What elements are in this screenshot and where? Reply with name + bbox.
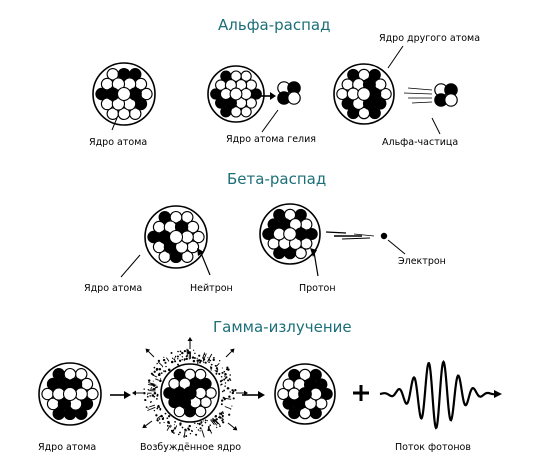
- gamma-arrow-2: [242, 391, 265, 399]
- alpha-helium-pointer: [261, 109, 279, 133]
- gamma-final-nucleus: [274, 363, 336, 425]
- nucleon: [298, 387, 312, 401]
- alpha-particle: [434, 83, 458, 107]
- alpha-particle-pointer: [431, 117, 441, 135]
- nucleon: [229, 87, 243, 101]
- beta-electron-particle: [380, 232, 388, 240]
- alpha-original-nucleus: [92, 62, 156, 126]
- nucleon: [183, 386, 197, 400]
- nucleon: [283, 227, 297, 241]
- nucleon: [357, 68, 371, 82]
- alpha-parent-nucleus: [207, 65, 265, 123]
- nucleon: [357, 106, 371, 120]
- alpha-other-atom-pointer: [387, 45, 404, 69]
- nucleon: [283, 208, 297, 222]
- gamma-excited-nucleus-label: Возбуждённое ядро: [140, 442, 242, 453]
- nucleon: [169, 210, 183, 224]
- nucleon: [357, 87, 371, 101]
- gamma-excited-nucleus: [160, 363, 220, 423]
- nucleon: [184, 368, 196, 381]
- beta-daughter-nucleus: [259, 203, 321, 265]
- nucleon: [230, 70, 242, 82]
- alpha-nucleus-pointer: [111, 117, 118, 131]
- alpha-decay-title: Альфа-распад: [218, 16, 331, 34]
- nucleon: [184, 405, 196, 418]
- nucleon: [168, 229, 184, 245]
- beta-neutron-label: Нейтрон: [190, 283, 233, 294]
- beta-electron-pointer: [387, 239, 406, 255]
- alpha-emission-arrow: [258, 92, 276, 100]
- nucleon: [63, 407, 77, 421]
- nucleon: [298, 406, 312, 420]
- beta-decay-title: Бета-распад: [227, 170, 327, 188]
- plus-sign: [353, 385, 369, 401]
- nucleon: [62, 386, 78, 402]
- beta-proton-arrow: [310, 248, 319, 277]
- nucleon: [169, 250, 183, 264]
- nucleon: [444, 93, 458, 107]
- gamma-initial-nucleus: [38, 362, 102, 426]
- alpha-motion-lines: [403, 87, 433, 104]
- nucleon: [287, 91, 301, 105]
- alpha-particle-label: Альфа-частица: [382, 137, 459, 148]
- nucleon: [230, 106, 242, 118]
- nucleon: [117, 107, 131, 121]
- beta-nucleus-label: Ядро атома: [84, 283, 143, 294]
- nucleon: [283, 246, 297, 260]
- gamma-nucleus-label: Ядро атома: [38, 442, 97, 453]
- nucleon: [63, 367, 77, 381]
- alpha-other-atom-nucleus-label: Ядро другого атома: [379, 33, 481, 44]
- beta-neutron-arrow: [197, 248, 211, 276]
- alpha-helium-nucleus-label: Ядро атома гелия: [226, 134, 317, 145]
- gamma-photon-wave: [379, 360, 495, 430]
- alpha-helium-nucleus: [277, 81, 301, 105]
- nucleon: [117, 67, 131, 81]
- gamma-wave-arrowhead: [494, 390, 502, 398]
- beta-proton-label: Протон: [299, 283, 336, 294]
- nucleon: [116, 86, 132, 102]
- gamma-excited-aura: [132, 337, 248, 438]
- beta-electron-trail: [325, 231, 375, 240]
- gamma-photon-stream-label: Поток фотонов: [395, 442, 471, 453]
- alpha-nucleus-label: Ядро атома: [89, 137, 148, 148]
- nucleon: [298, 368, 312, 382]
- beta-electron-label: Электрон: [398, 256, 446, 267]
- gamma-arrow-1: [110, 391, 131, 399]
- beta-nucleus-pointer: [120, 254, 141, 278]
- gamma-radiation-title: Гамма-излучение: [213, 318, 352, 336]
- beta-parent-nucleus: [144, 205, 208, 269]
- alpha-daughter-nucleus: [333, 63, 395, 125]
